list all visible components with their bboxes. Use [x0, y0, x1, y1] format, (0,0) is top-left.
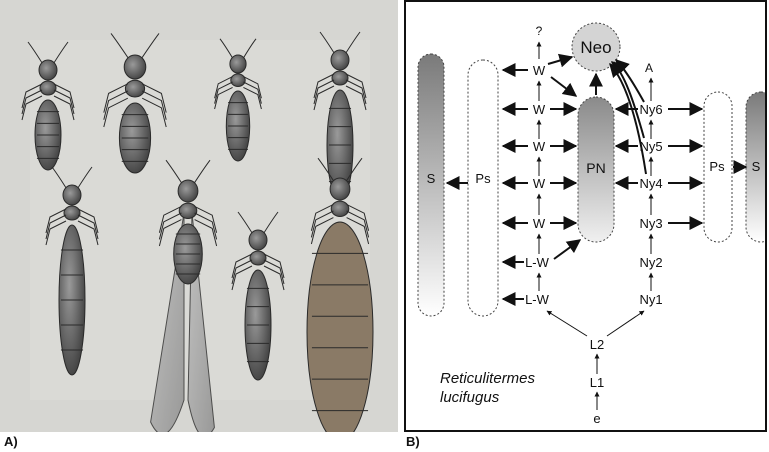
label-ps-left: Ps [475, 171, 491, 186]
panel-b-label: B) [406, 434, 420, 449]
label-lw1: L-W [525, 255, 550, 270]
label-question: ? [536, 24, 543, 38]
label-egg: e [593, 411, 600, 426]
label-ny2: Ny2 [639, 255, 662, 270]
label-lw2: L-W [525, 292, 550, 307]
label-pn: PN [586, 160, 605, 176]
diagram-canvas: Neo PN S Ps Ps S ? W W W W W L-W L-W A N… [406, 2, 765, 430]
label-ny4: Ny4 [639, 176, 662, 191]
label-l1: L1 [590, 375, 604, 390]
label-s-right: S [752, 159, 761, 174]
label-w4: W [533, 176, 546, 191]
label-ny6: Ny6 [639, 102, 662, 117]
label-s-left: S [427, 171, 436, 186]
species-name-line2: lucifugus [440, 389, 500, 406]
species-name-line1: Reticulitermes [440, 370, 536, 387]
label-ps-right: Ps [709, 159, 725, 174]
label-w2: W [533, 102, 546, 117]
label-ny3: Ny3 [639, 216, 662, 231]
termite-drawings [0, 0, 398, 432]
label-w5: W [533, 216, 546, 231]
label-neo: Neo [580, 38, 611, 57]
label-l2: L2 [590, 337, 604, 352]
termite-castes-illustration [0, 0, 398, 432]
panel-a-label: A) [4, 434, 18, 449]
presoldier-bar-left [468, 60, 498, 316]
label-a: A [645, 61, 653, 75]
label-w3: W [533, 139, 546, 154]
label-ny1: Ny1 [639, 292, 662, 307]
label-w1: W [533, 63, 546, 78]
caste-development-diagram: Neo PN S Ps Ps S ? W W W W W L-W L-W A N… [404, 0, 767, 432]
